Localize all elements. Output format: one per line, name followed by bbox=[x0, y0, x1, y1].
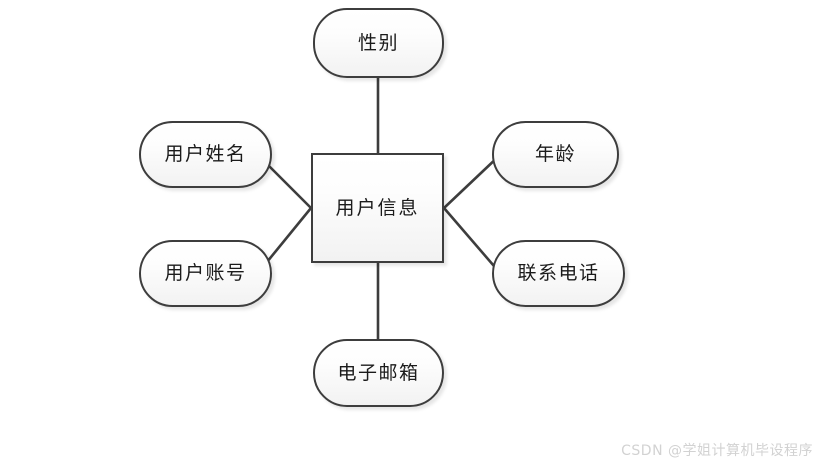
attribute-node-user-name[interactable]: 用户姓名 bbox=[139, 121, 272, 188]
edge-phone bbox=[443, 207, 501, 274]
attribute-label-email: 电子邮箱 bbox=[337, 361, 420, 384]
attribute-node-age[interactable]: 年龄 bbox=[492, 121, 619, 188]
attribute-node-email[interactable]: 电子邮箱 bbox=[313, 339, 444, 407]
edge-age bbox=[443, 154, 501, 209]
attribute-node-phone[interactable]: 联系电话 bbox=[492, 240, 625, 307]
attribute-label-user-name: 用户姓名 bbox=[164, 143, 247, 165]
watermark-text: CSDN @学姐计算机毕设程序 bbox=[621, 443, 813, 459]
entity-label-user-info: 用户信息 bbox=[335, 196, 420, 219]
entity-node-user-info[interactable]: 用户信息 bbox=[311, 153, 444, 263]
attribute-node-gender[interactable]: 性别 bbox=[313, 8, 444, 78]
attribute-label-age: 年龄 bbox=[534, 143, 576, 165]
attribute-label-phone: 联系电话 bbox=[517, 262, 600, 284]
attribute-label-gender: 性别 bbox=[357, 31, 399, 54]
attribute-label-user-account: 用户账号 bbox=[164, 262, 247, 284]
attribute-node-user-account[interactable]: 用户账号 bbox=[139, 240, 272, 307]
